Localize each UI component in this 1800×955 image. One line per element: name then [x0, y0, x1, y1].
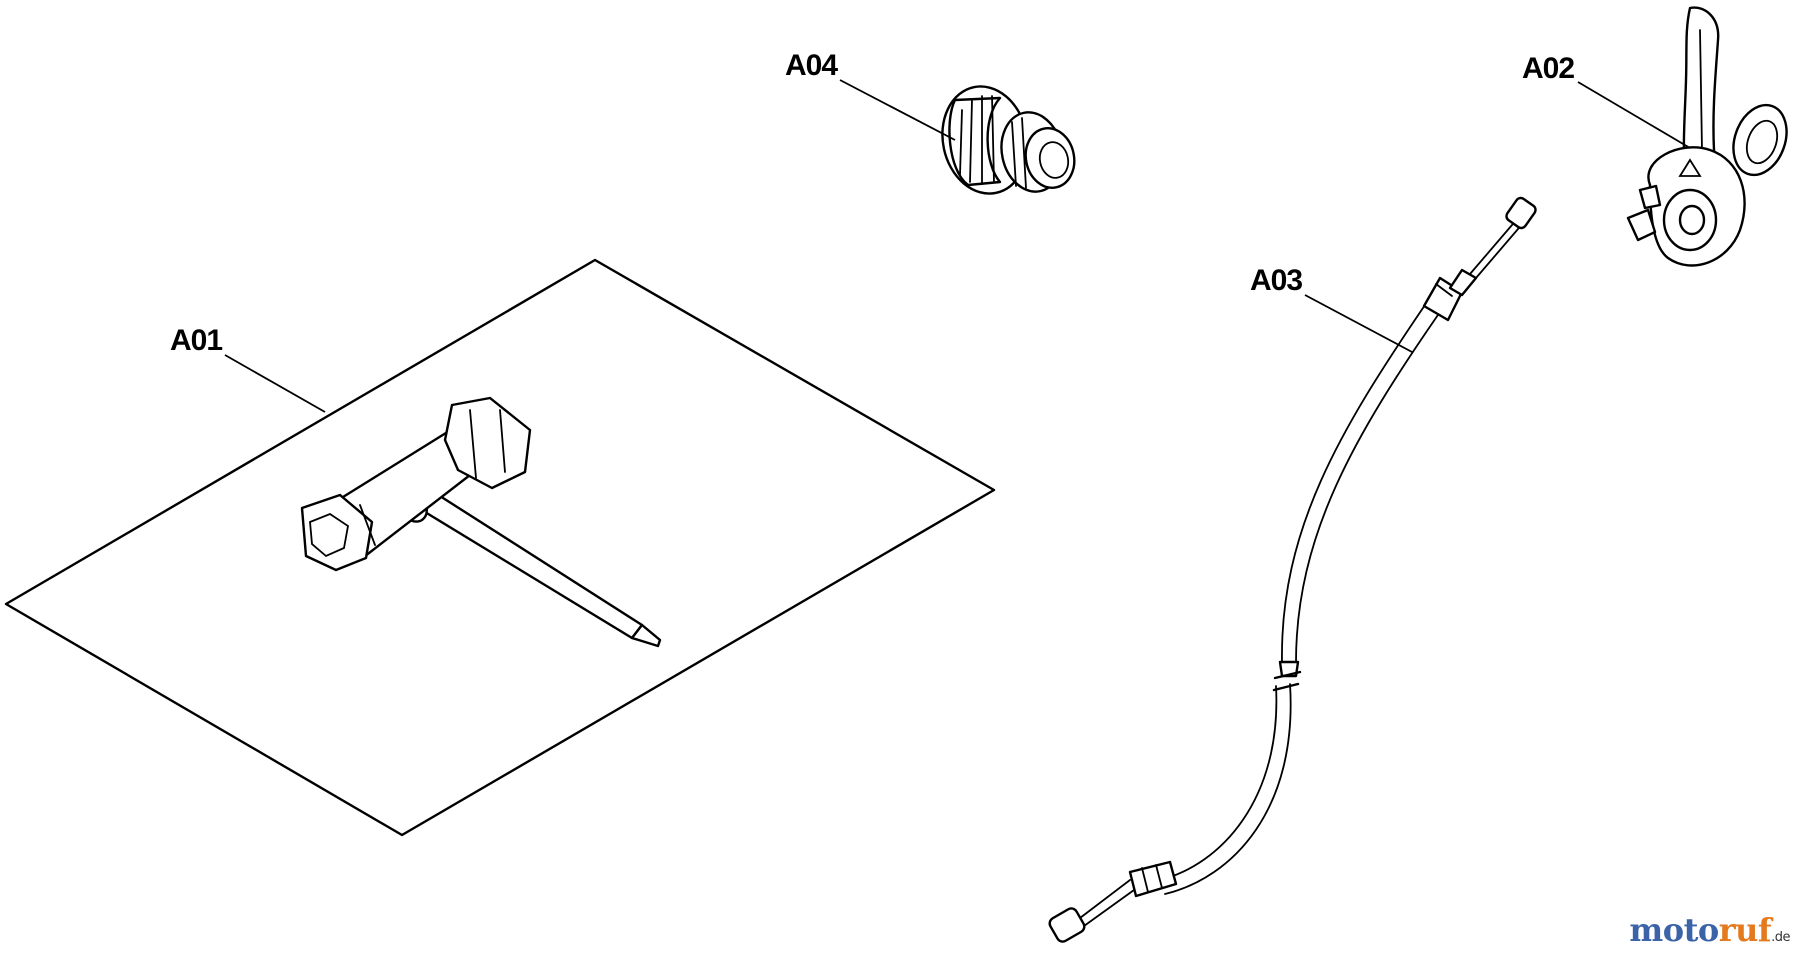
logo-part-1: moto — [1629, 911, 1719, 949]
part-a04[interactable]: A04 — [785, 49, 1080, 202]
throttle-cable-icon — [1048, 196, 1537, 943]
throttle-lever-icon — [1626, 6, 1788, 267]
part-a03[interactable]: A03 — [1048, 196, 1538, 944]
t-wrench-icon — [300, 396, 662, 648]
part-a02[interactable]: A02 — [1522, 6, 1796, 267]
filler-cap-icon — [941, 85, 1076, 195]
part-a01[interactable]: A01 — [4, 258, 996, 837]
logo-part-2: ruf — [1718, 911, 1772, 949]
label-a02: A02 — [1522, 52, 1574, 85]
motoruf-logo: motoruf.de — [1629, 911, 1790, 949]
logo-suffix: .de — [1771, 930, 1790, 945]
label-a01: A01 — [170, 324, 222, 357]
label-a03: A03 — [1250, 264, 1302, 297]
label-a04: A04 — [785, 49, 838, 82]
